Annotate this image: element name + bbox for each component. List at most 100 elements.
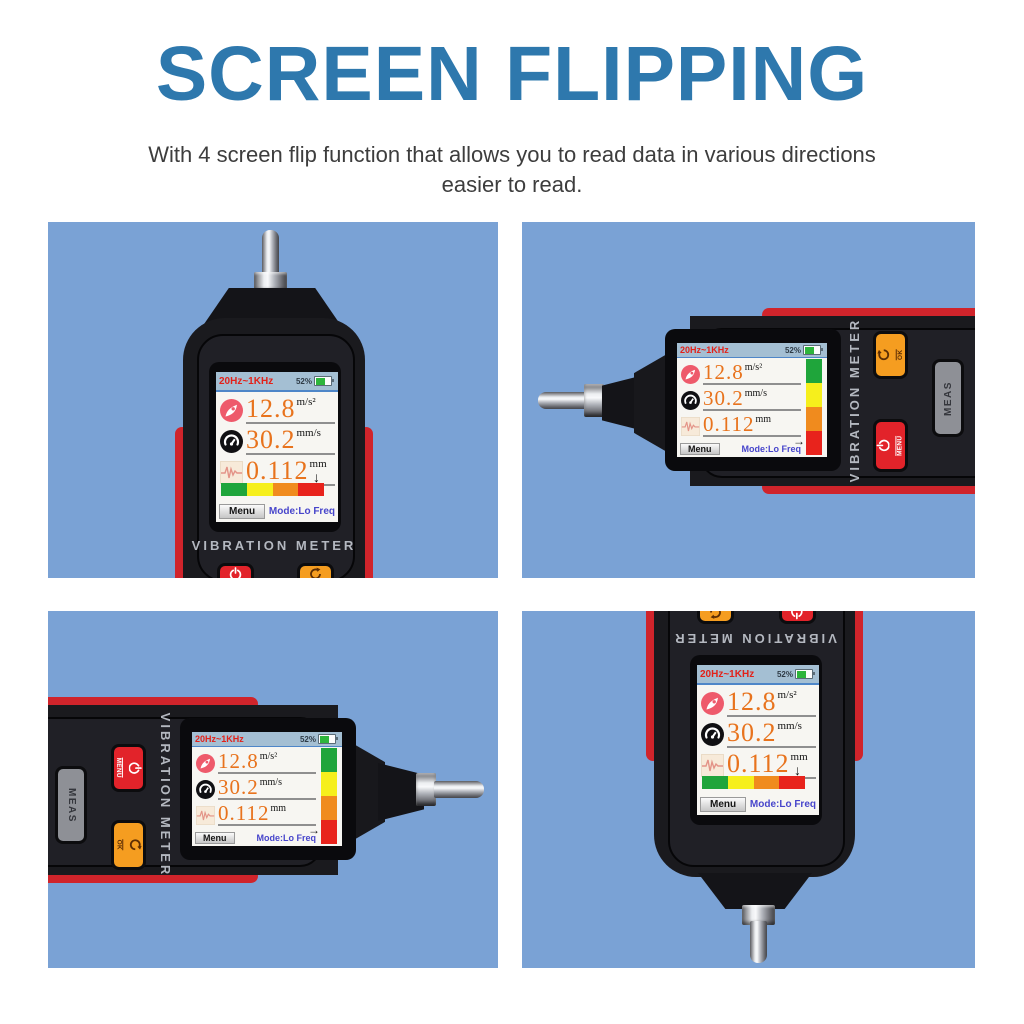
readings-list: 12.8 m/s² 30.2 mm/s 0.112 mm: [192, 747, 342, 828]
menu-button: Menu: [680, 443, 720, 455]
reading-acceleration: 12.8 m/s²: [196, 750, 316, 776]
ok-button-content: OK: [114, 839, 143, 852]
level-green: [221, 483, 247, 496]
battery-fill: [319, 735, 329, 743]
velocity-value: 30.2: [727, 717, 777, 747]
battery-percent: 52%: [299, 734, 316, 744]
level-yellow: [806, 383, 822, 407]
refresh-icon: [709, 611, 722, 620]
device-screen: 20Hz~1KHz 52% 12.8 m/s² 30.2: [192, 732, 342, 846]
power-icon: [791, 611, 804, 620]
rocket-icon: [681, 364, 700, 384]
velocity-value: 30.2: [703, 385, 744, 410]
level-arrow-icon: →: [793, 434, 805, 448]
waveform-icon: [701, 754, 724, 777]
acceleration-unit: m/s²: [296, 395, 316, 408]
power-menu-button-content: MENU: [114, 757, 143, 779]
screen-status-bar: 20Hz~1KHz 52%: [677, 343, 827, 358]
level-red: [298, 483, 324, 496]
device-screen: 20Hz~1KHz 52% 12.8 m/s² 30.2: [677, 343, 827, 457]
mode-label: Mode:Lo Freq: [749, 799, 816, 810]
brand-label: VIBRATION METER: [191, 538, 357, 553]
probe-collar: [584, 384, 604, 417]
panel-top-left: 20Hz~1KHz 52% 12.8 m/s² 30.2: [48, 222, 498, 578]
ok-button-content: OK: [709, 611, 722, 620]
level-bar: [321, 748, 337, 844]
level-arrow-icon: ↓: [313, 469, 320, 485]
power-menu-button-content: MENU: [876, 435, 905, 456]
menu-button: Menu: [700, 797, 747, 812]
velocity-unit: mm/s: [259, 776, 282, 788]
panel-bottom-right: OK MENU VIBRATION METER 20Hz~1KHz 52%: [522, 611, 975, 968]
reading-value-wrap: 30.2 mm/s: [218, 776, 316, 801]
screen-status-bar: 20Hz~1KHz 52%: [216, 372, 338, 392]
reading-value-wrap: 30.2 mm/s: [246, 424, 335, 456]
panel-top-right: 20Hz~1KHz 52% 12.8 m/s² 30.2: [522, 222, 975, 578]
mode-label: Mode:Lo Freq: [256, 833, 317, 843]
battery-percent: 52%: [784, 345, 801, 355]
ok-button-label: OK: [114, 839, 124, 851]
page-subtitle: With 4 screen flip function that allows …: [50, 140, 974, 199]
level-green: [321, 748, 337, 772]
brand-label: VIBRATION METER: [672, 631, 837, 646]
power-menu-button: MENU: [876, 422, 905, 469]
level-yellow: [246, 483, 273, 496]
screen-status-bar: 20Hz~1KHz 52%: [192, 732, 342, 747]
probe-pin: [262, 230, 279, 278]
freq-range-label: 20Hz~1KHz: [219, 375, 274, 387]
velocity-unit: mm/s: [744, 387, 767, 399]
acceleration-value: 12.8: [703, 359, 744, 384]
battery-icon: [318, 734, 338, 744]
power-menu-button-content: MENU: [787, 611, 807, 620]
freq-range-label: 20Hz~1KHz: [195, 734, 244, 744]
battery-fill: [804, 346, 814, 354]
menu-button-label: MENU: [895, 435, 905, 456]
device-screen: 20Hz~1KHz 52% 12.8 m/s² 30.2: [216, 372, 338, 522]
level-orange: [806, 407, 822, 431]
reading-velocity: 30.2 mm/s: [701, 719, 816, 750]
ok-button-content: OK: [877, 349, 905, 362]
device-cap: [698, 873, 812, 909]
level-bar: [221, 483, 324, 496]
reading-velocity: 30.2 mm/s: [681, 387, 801, 413]
reading-value-wrap: 12.8 m/s²: [218, 748, 316, 775]
brand-label: VIBRATION METER: [158, 712, 173, 878]
reading-acceleration: 12.8 m/s²: [220, 395, 335, 426]
level-arrow-icon: ↓: [794, 762, 801, 778]
battery-icon: [795, 669, 815, 679]
ok-button-label: OK: [895, 349, 905, 361]
freq-range-label: 20Hz~1KHz: [700, 668, 755, 680]
level-orange: [272, 483, 299, 496]
level-arrow-icon: →: [308, 823, 320, 837]
displacement-unit: mm: [755, 413, 772, 425]
battery-percent: 52%: [776, 669, 793, 679]
meas-button: MEAS: [58, 769, 84, 841]
level-bar: [806, 359, 822, 455]
acceleration-unit: m/s²: [744, 361, 763, 373]
readings-list: 12.8 m/s² 30.2 mm/s 0.112 mm: [697, 685, 819, 781]
power-icon: [229, 567, 242, 578]
level-green: [806, 359, 822, 383]
reading-displacement: 0.112 mm: [681, 413, 801, 439]
ok-button: OK: [876, 334, 905, 376]
reading-value-wrap: 12.8 m/s²: [246, 395, 335, 425]
reading-value-wrap: 12.8 m/s²: [703, 359, 801, 386]
acceleration-value: 12.8: [218, 748, 259, 773]
reading-value-wrap: 0.112 mm: [218, 802, 316, 827]
probe-collar: [742, 905, 775, 925]
screen-footer: Menu Mode:Lo Freq: [700, 797, 816, 812]
screen-footer: Menu Mode:Lo Freq: [195, 832, 316, 844]
probe-collar: [416, 773, 436, 806]
probe-collar: [254, 272, 287, 292]
velocity-unit: mm/s: [296, 426, 321, 439]
menu-button: Menu: [195, 832, 235, 844]
meas-button: MEAS: [935, 362, 961, 434]
waveform-icon: [196, 805, 215, 825]
displacement-value: 0.112: [246, 455, 309, 485]
velocity-value: 30.2: [246, 424, 296, 454]
displacement-value: 0.112: [727, 748, 790, 778]
level-orange: [321, 796, 337, 820]
power-icon: [876, 439, 895, 452]
waveform-icon: [681, 416, 700, 436]
